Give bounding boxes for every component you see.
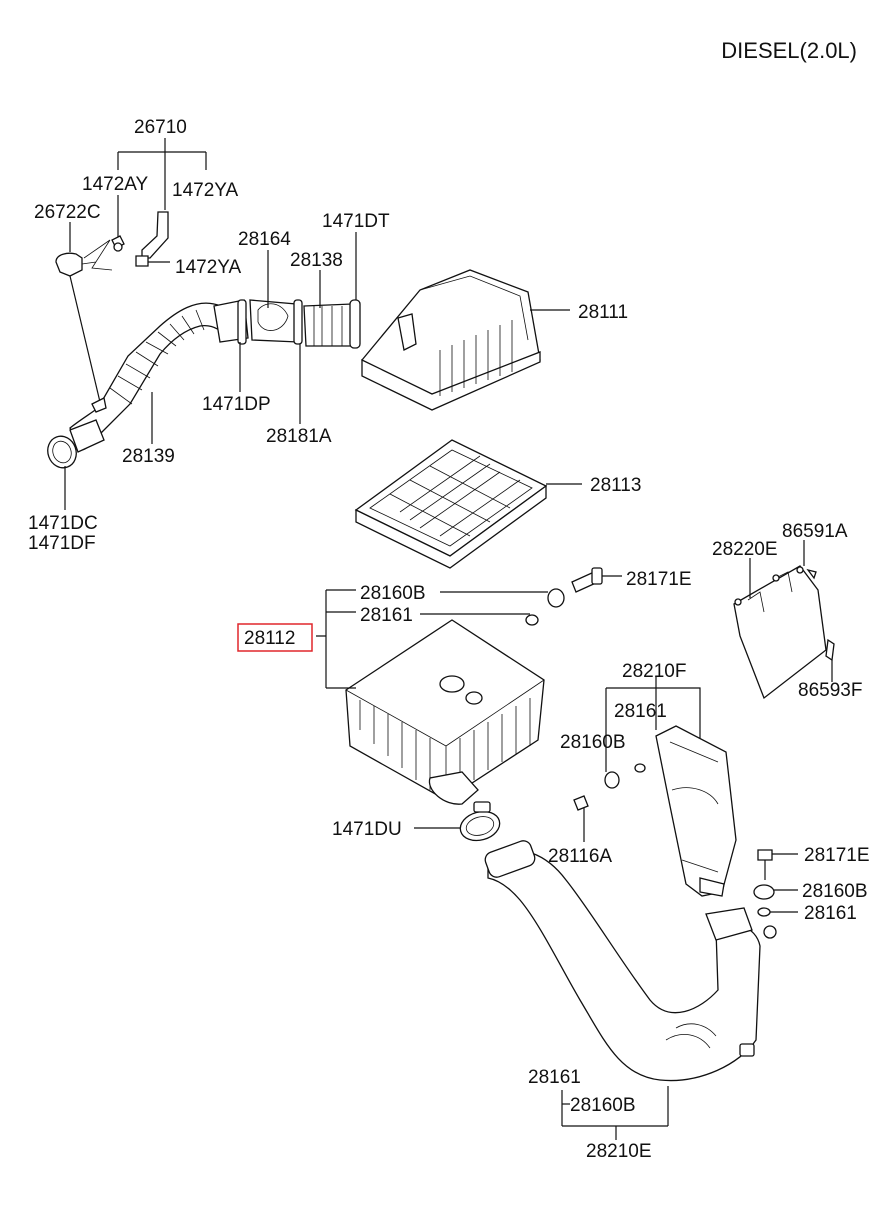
label-28112[interactable]: 28112 bbox=[244, 628, 295, 649]
label-28160B-bottom[interactable]: 28160B bbox=[570, 1095, 636, 1116]
label-28220E[interactable]: 28220E bbox=[712, 539, 778, 560]
label-28138[interactable]: 28138 bbox=[290, 250, 343, 271]
label-1471DT[interactable]: 1471DT bbox=[322, 211, 390, 232]
resonator-28210F bbox=[573, 676, 737, 897]
air-cleaner-body-28112 bbox=[316, 567, 622, 805]
label-28210F[interactable]: 28210F bbox=[622, 661, 686, 682]
label-28161-upper[interactable]: 28161 bbox=[360, 605, 413, 626]
label-1471DC[interactable]: 1471DC bbox=[28, 513, 98, 534]
label-26710[interactable]: 26710 bbox=[134, 117, 187, 138]
label-28171E-right[interactable]: 28171E bbox=[804, 845, 870, 866]
intake-hose-28139 bbox=[47, 302, 237, 510]
label-28139[interactable]: 28139 bbox=[122, 446, 175, 467]
label-28210E[interactable]: 28210E bbox=[586, 1141, 652, 1162]
label-28160B-right[interactable]: 28160B bbox=[802, 881, 868, 902]
label-86593F[interactable]: 86593F bbox=[798, 680, 862, 701]
label-28161-bottom[interactable]: 28161 bbox=[528, 1067, 581, 1088]
label-86591A[interactable]: 86591A bbox=[782, 521, 848, 542]
breather-hose-group bbox=[55, 138, 207, 403]
part-number-labels: 26710 1472AY 1472YA 26722C 1472YA 28164 … bbox=[28, 117, 870, 1162]
air-filter-28113 bbox=[354, 439, 582, 569]
label-28161-resonator[interactable]: 28161 bbox=[614, 701, 667, 722]
right-side-hardware bbox=[753, 849, 798, 917]
label-1472AY[interactable]: 1472AY bbox=[82, 174, 149, 195]
label-1472YA-lower[interactable]: 1472YA bbox=[175, 257, 242, 278]
shield-28220E bbox=[733, 540, 835, 700]
label-1471DF[interactable]: 1471DF bbox=[28, 533, 96, 554]
clamp-and-lower-duct bbox=[414, 801, 777, 1140]
label-28181A[interactable]: 28181A bbox=[266, 426, 332, 447]
maf-sensor-section bbox=[213, 232, 361, 424]
highlight-box-28112 bbox=[237, 623, 313, 652]
label-1471DU[interactable]: 1471DU bbox=[332, 819, 402, 840]
label-28171E-upper[interactable]: 28171E bbox=[626, 569, 692, 590]
label-28111[interactable]: 28111 bbox=[578, 302, 628, 323]
label-28116A[interactable]: 28116A bbox=[548, 846, 612, 867]
label-28164[interactable]: 28164 bbox=[238, 229, 291, 250]
label-1471DP[interactable]: 1471DP bbox=[202, 394, 271, 415]
engine-label: DIESEL(2.0L) bbox=[721, 38, 857, 63]
label-28160B-upper[interactable]: 28160B bbox=[360, 583, 426, 604]
label-28113[interactable]: 28113 bbox=[590, 475, 641, 496]
label-26722C[interactable]: 26722C bbox=[34, 202, 101, 223]
label-28160B-resonator[interactable]: 28160B bbox=[560, 732, 626, 753]
air-cleaner-cover-28111 bbox=[361, 269, 570, 411]
label-1472YA-top[interactable]: 1472YA bbox=[172, 180, 239, 201]
label-28161-right[interactable]: 28161 bbox=[804, 903, 857, 924]
